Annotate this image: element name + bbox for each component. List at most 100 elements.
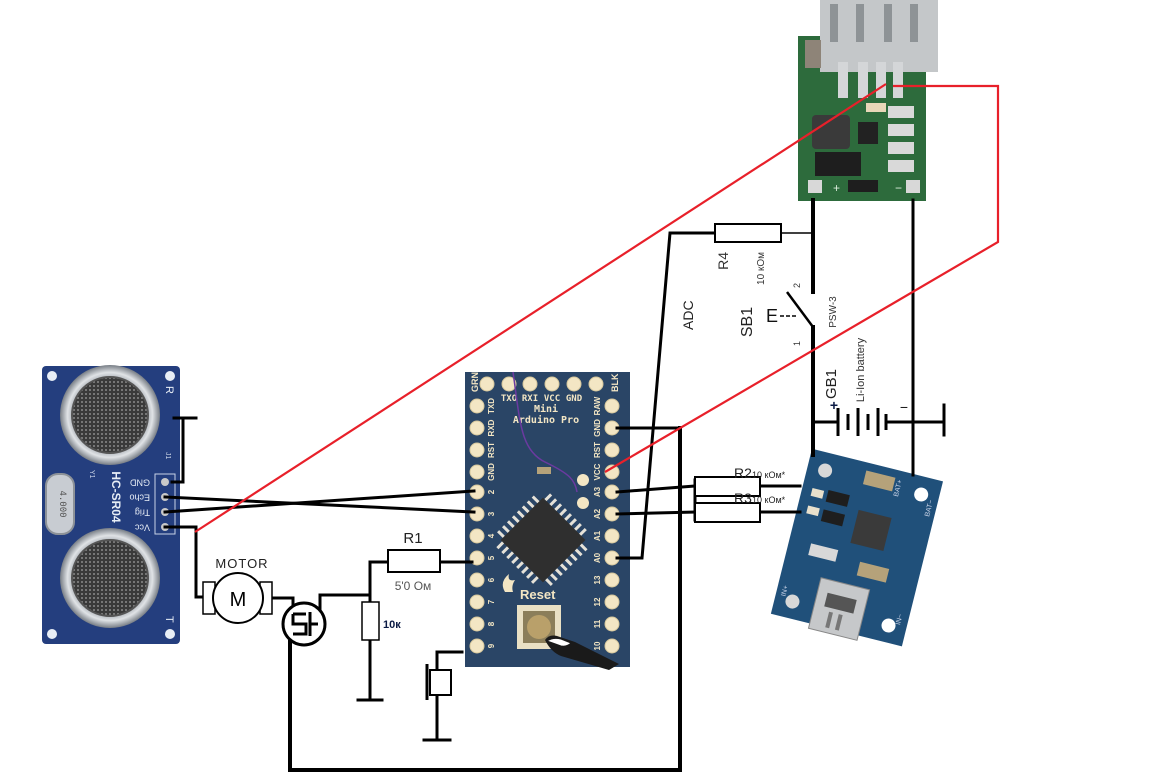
r1-value-label: 5'0 Ом (395, 579, 432, 593)
crystal-label: 4.000 (57, 490, 67, 517)
wire-echo-d3 (163, 495, 476, 514)
right-pin-label: VCC (593, 463, 602, 480)
left-pad-3 (469, 506, 485, 522)
r2-name-label: R2 (734, 465, 752, 481)
mosfet-symbol (281, 601, 327, 647)
right-pad-10 (604, 638, 620, 654)
top-header-labels: TXO RXI VCC GND (501, 394, 583, 404)
r4-name-label: R4 (715, 252, 731, 270)
wire-pulldown (356, 593, 384, 702)
right-pin-label: 12 (593, 597, 602, 606)
wire-led-resistors (758, 484, 802, 514)
motor-m-label: M (230, 589, 247, 611)
sensor-model-label: HC-SR04 (109, 471, 123, 523)
left-pin-label: 7 (487, 599, 496, 604)
left-pad-gnd (469, 464, 485, 480)
in-plus-label: IN+ (781, 585, 790, 597)
j1-label: J1 (164, 452, 171, 460)
switch-sb1: E SB1 PSW-3 2 1 (739, 283, 839, 346)
left-pad-8 (469, 616, 485, 632)
right-pin-label: 13 (593, 575, 602, 584)
wire-button (422, 650, 464, 742)
resistor-r4: R4 10 кОм (714, 223, 782, 285)
wire-a2-r3 (615, 510, 697, 516)
resistor-pulldown: 10к (361, 601, 401, 641)
mini-usb-port[interactable] (807, 577, 871, 641)
corner-label-blk: BLK (610, 373, 620, 392)
r3-name-label: R3 (734, 490, 752, 506)
sb1-actuator-label: E (766, 306, 778, 326)
boost-pad-minus (906, 180, 920, 193)
right-pad-12 (604, 594, 620, 610)
smd-component (537, 467, 551, 474)
resistor-r3: R3 10 кОм* (694, 490, 786, 523)
boost-plus-label: + (833, 181, 840, 195)
right-pin-label: A0 (593, 552, 602, 563)
right-pin-label: RAW (593, 396, 602, 415)
top-label-rxi: RXI (522, 394, 538, 404)
crystal-oscillator: 4.000 (45, 473, 75, 535)
right-pad-raw (604, 398, 620, 414)
left-pin-label: RXD (487, 419, 496, 436)
red-wires (194, 83, 1000, 533)
wire-motor-mosfet (270, 596, 295, 608)
top-pad-0 (479, 376, 495, 392)
boost-pad-plus (808, 180, 822, 193)
left-pad-txd (469, 398, 485, 414)
usb-boost-module: + − (798, 0, 938, 201)
pin-label-vcc: Vcc (134, 523, 150, 533)
right-pin-label: A3 (593, 486, 602, 497)
corner-label-grn: GRN (470, 372, 480, 392)
in-minus-label: IN− (895, 613, 904, 625)
y1-label: Y1 (88, 470, 95, 479)
left-pin-label: 9 (487, 643, 496, 648)
top-label-vcc: VCC (544, 394, 560, 404)
right-pin-label: GND (593, 419, 602, 437)
left-pin-label: 6 (487, 577, 496, 582)
motor-label: MOTOR (215, 556, 268, 571)
left-pad-9 (469, 638, 485, 654)
sparkfun-logo-icon (502, 574, 515, 592)
r1-name-label: R1 (403, 530, 422, 547)
board-title-arduino-pro: Arduino Pro (513, 414, 579, 426)
receiver-transducer (60, 365, 160, 465)
right-pin-label: A1 (593, 530, 602, 541)
left-pin-label: 3 (487, 511, 496, 516)
boost-minus-label: − (895, 181, 902, 195)
left-pin-label: 5 (487, 555, 496, 560)
usb-a-socket (820, 0, 938, 72)
pointing-hand-icon (545, 635, 619, 670)
charger-board (770, 448, 944, 647)
regulator-chip (815, 152, 861, 176)
left-pad-rxd (469, 420, 485, 436)
r3-value-label: 10 кОм* (752, 495, 786, 505)
left-pin-label: 4 (487, 533, 496, 538)
right-pin-label: RST (593, 442, 602, 458)
r2-value-label: 10 кОм* (752, 470, 786, 480)
left-pad-rst (469, 442, 485, 458)
left-pin-label: GND (487, 463, 496, 481)
wires (163, 198, 946, 772)
right-pin-label: A2 (593, 508, 602, 519)
bat-plus-label: BAT+ (893, 479, 904, 497)
bat-minus-label: BAT− (924, 499, 935, 517)
purple-jumper-wire (512, 371, 578, 493)
board-title-mini: Mini (534, 403, 558, 415)
right-pad-11 (604, 616, 620, 632)
wire-a3-r2 (615, 484, 697, 494)
pin-gnd (161, 478, 169, 486)
hcsr04-sensor: 4.000 HC-SR04 Y1 J1 R T GND Echo Trig Vc… (42, 365, 180, 644)
battery-minus-label: − (900, 399, 908, 415)
left-pin-label: TXD (487, 398, 496, 414)
pin-label-gnd: GND (130, 478, 151, 488)
red-wire-usb-arduino-vcc (604, 84, 1000, 473)
sensor-pins (161, 478, 169, 531)
sb1-pin2-label: 2 (792, 283, 802, 288)
wire-battery-terminals (811, 403, 946, 437)
resistor-r2: R2 10 кОм* (694, 465, 786, 497)
left-pad-4 (469, 528, 485, 544)
sb1-name-label: SB1 (739, 307, 756, 337)
wire-adc (615, 231, 717, 560)
